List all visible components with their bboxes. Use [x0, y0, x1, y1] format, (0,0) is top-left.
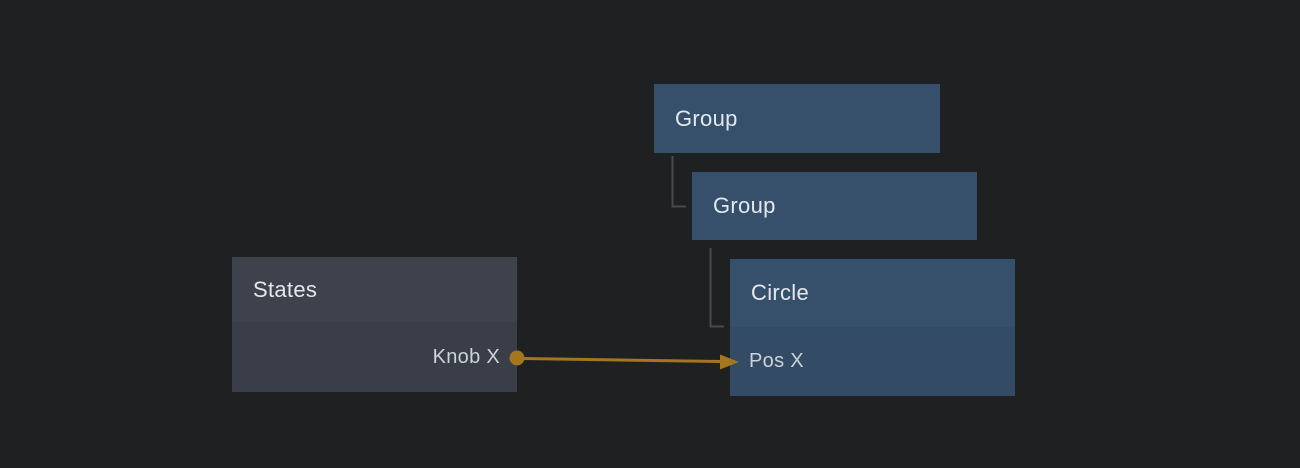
node-circle-property-pos-x[interactable]: Pos X	[730, 327, 1015, 396]
knob-x-output-port-dot[interactable]	[509, 350, 525, 366]
node-circle-title: Circle	[751, 280, 810, 305]
node-group-1-header[interactable]: Group	[654, 84, 940, 153]
node-states[interactable]: States Knob X	[232, 257, 517, 392]
hierarchy-link-group2-circle	[709, 248, 724, 328]
knob-x-label: Knob X	[432, 345, 500, 368]
node-circle-header[interactable]: Circle	[730, 259, 1015, 327]
node-group-2-header[interactable]: Group	[692, 172, 977, 240]
connection-arrowhead-icon	[720, 354, 739, 370]
node-states-header[interactable]: States	[232, 257, 517, 322]
node-group-2-title: Group	[713, 193, 776, 218]
node-group-1-title: Group	[675, 105, 738, 131]
node-group-2[interactable]: Group	[692, 172, 977, 240]
node-states-title: States	[253, 276, 318, 302]
hierarchy-link-group1-group2	[671, 156, 686, 208]
node-group-1[interactable]: Group	[654, 84, 940, 153]
node-states-property-knob-x[interactable]: Knob X	[232, 322, 517, 392]
connection-wire-knobx-posx[interactable]	[522, 354, 739, 370]
pos-x-label: Pos X	[749, 350, 804, 372]
connection-wire-line[interactable]	[522, 357, 723, 363]
node-circle[interactable]: Circle Pos X	[730, 259, 1015, 396]
